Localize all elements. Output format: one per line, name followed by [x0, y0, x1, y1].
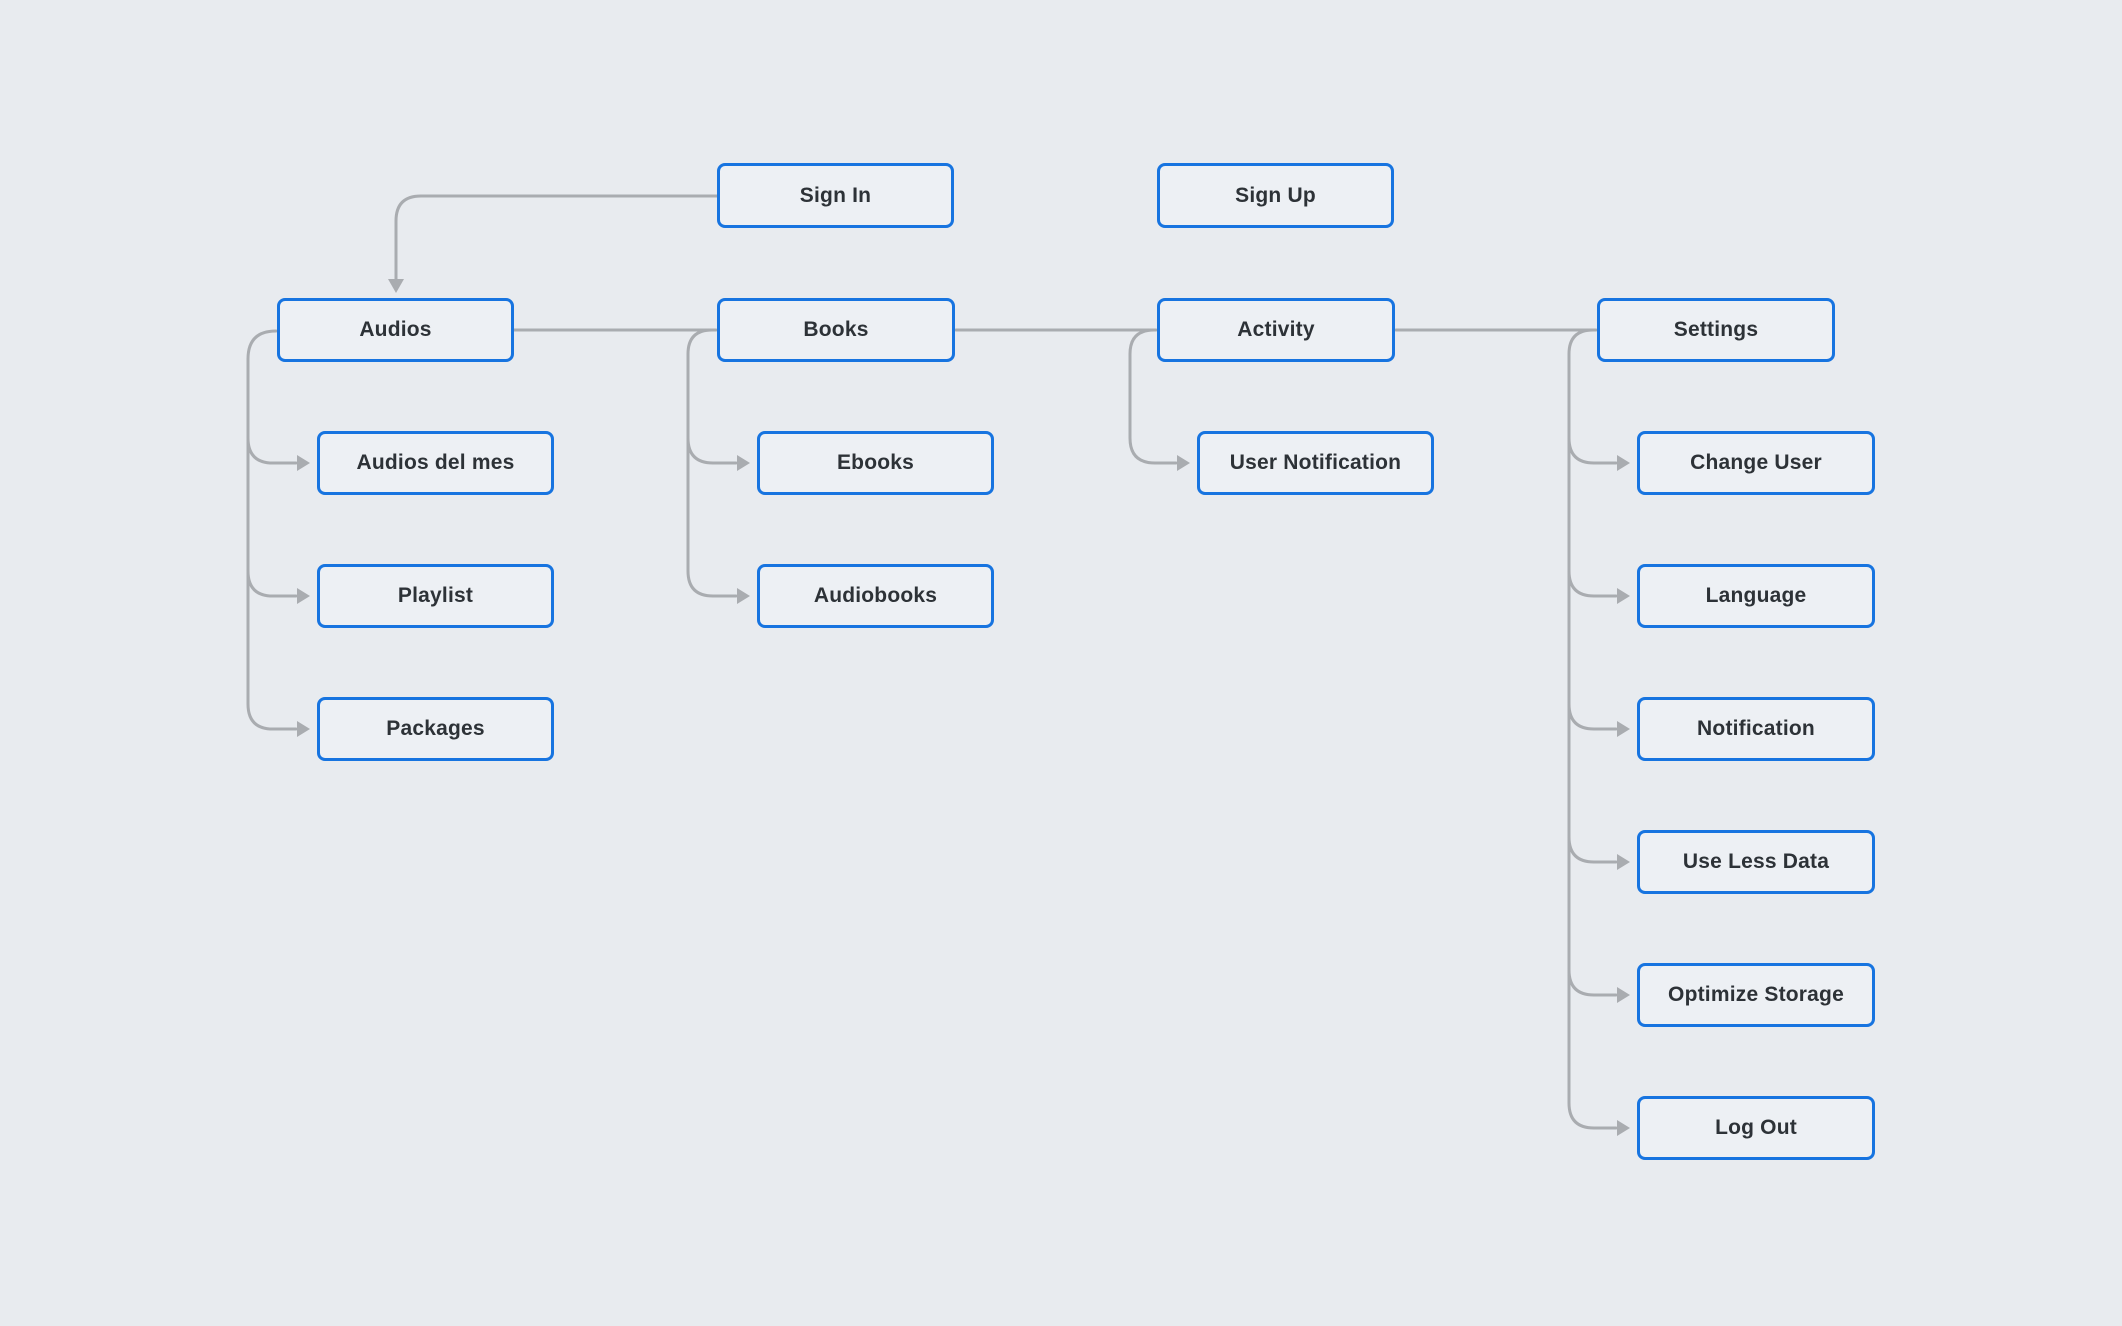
node-language-label: Language — [1705, 584, 1807, 607]
connector-audios-trunk — [246, 329, 298, 731]
connector-settings-branch-1 — [1567, 436, 1618, 465]
node-optimize-storage-label: Optimize Storage — [1668, 983, 1844, 1006]
node-audios-del-mes-label: Audios del mes — [356, 451, 515, 474]
node-packages[interactable]: Packages — [317, 697, 554, 761]
node-audiobooks-label: Audiobooks — [813, 584, 938, 607]
node-change-user-label: Change User — [1690, 451, 1822, 474]
arrowhead-change-user — [1617, 455, 1630, 471]
node-playlist-label: Playlist — [397, 584, 474, 607]
node-sign-in-label: Sign In — [799, 183, 872, 207]
connector-settings-branch-3 — [1567, 702, 1618, 731]
arrowhead-optimize-storage — [1617, 987, 1630, 1003]
arrowhead-playlist — [297, 588, 310, 604]
arrowhead-packages — [297, 721, 310, 737]
arrowhead-ebooks — [737, 455, 750, 471]
node-settings-label: Settings — [1673, 318, 1759, 341]
node-log-out-label: Log Out — [1715, 1116, 1797, 1139]
connector-books-trunk — [686, 328, 738, 598]
node-settings[interactable]: Settings — [1597, 298, 1835, 362]
node-ebooks-label: Ebooks — [836, 451, 915, 474]
arrowhead-notification — [1617, 721, 1630, 737]
connector-audios-branch-1 — [246, 436, 298, 465]
node-sign-up-label: Sign Up — [1235, 183, 1316, 207]
connector-activity-trunk — [1128, 328, 1178, 465]
arrowhead-language — [1617, 588, 1630, 604]
node-audiobooks[interactable]: Audiobooks — [757, 564, 994, 628]
node-audios[interactable]: Audios — [277, 298, 514, 362]
node-optimize-storage[interactable]: Optimize Storage — [1637, 963, 1875, 1027]
connector-audios-branch-2 — [246, 569, 298, 598]
node-activity-label: Activity — [1237, 318, 1315, 341]
connector-signin-audios — [394, 194, 719, 281]
node-sign-in[interactable]: Sign In — [717, 163, 954, 228]
connector-settings-branch-4 — [1567, 835, 1618, 864]
arrowhead-use-less-data — [1617, 854, 1630, 870]
node-playlist[interactable]: Playlist — [317, 564, 554, 628]
arrowhead-audios-del-mes — [297, 455, 310, 471]
arrowhead-user-notification — [1177, 455, 1190, 471]
node-user-notification[interactable]: User Notification — [1197, 431, 1434, 495]
node-books-label: Books — [803, 318, 869, 341]
connector-books-branch-1 — [686, 436, 738, 465]
arrowhead-audiobooks — [737, 588, 750, 604]
node-use-less-data-label: Use Less Data — [1682, 850, 1830, 873]
node-change-user[interactable]: Change User — [1637, 431, 1875, 495]
node-use-less-data[interactable]: Use Less Data — [1637, 830, 1875, 894]
node-audios-del-mes[interactable]: Audios del mes — [317, 431, 554, 495]
node-audios-label: Audios — [359, 318, 432, 341]
connector-settings-branch-2 — [1567, 569, 1618, 598]
node-language[interactable]: Language — [1637, 564, 1875, 628]
node-sign-up[interactable]: Sign Up — [1157, 163, 1394, 228]
node-packages-label: Packages — [386, 717, 485, 740]
node-log-out[interactable]: Log Out — [1637, 1096, 1875, 1160]
node-activity[interactable]: Activity — [1157, 298, 1395, 362]
connector-settings-branch-5 — [1567, 968, 1618, 997]
node-books[interactable]: Books — [717, 298, 955, 362]
node-ebooks[interactable]: Ebooks — [757, 431, 994, 495]
node-notification-label: Notification — [1697, 717, 1815, 740]
node-user-notification-label: User Notification — [1229, 451, 1402, 474]
connector-settings-trunk — [1567, 328, 1618, 1130]
node-notification[interactable]: Notification — [1637, 697, 1875, 761]
arrowhead-log-out — [1617, 1120, 1630, 1136]
arrowhead-signin-audios — [388, 279, 404, 293]
